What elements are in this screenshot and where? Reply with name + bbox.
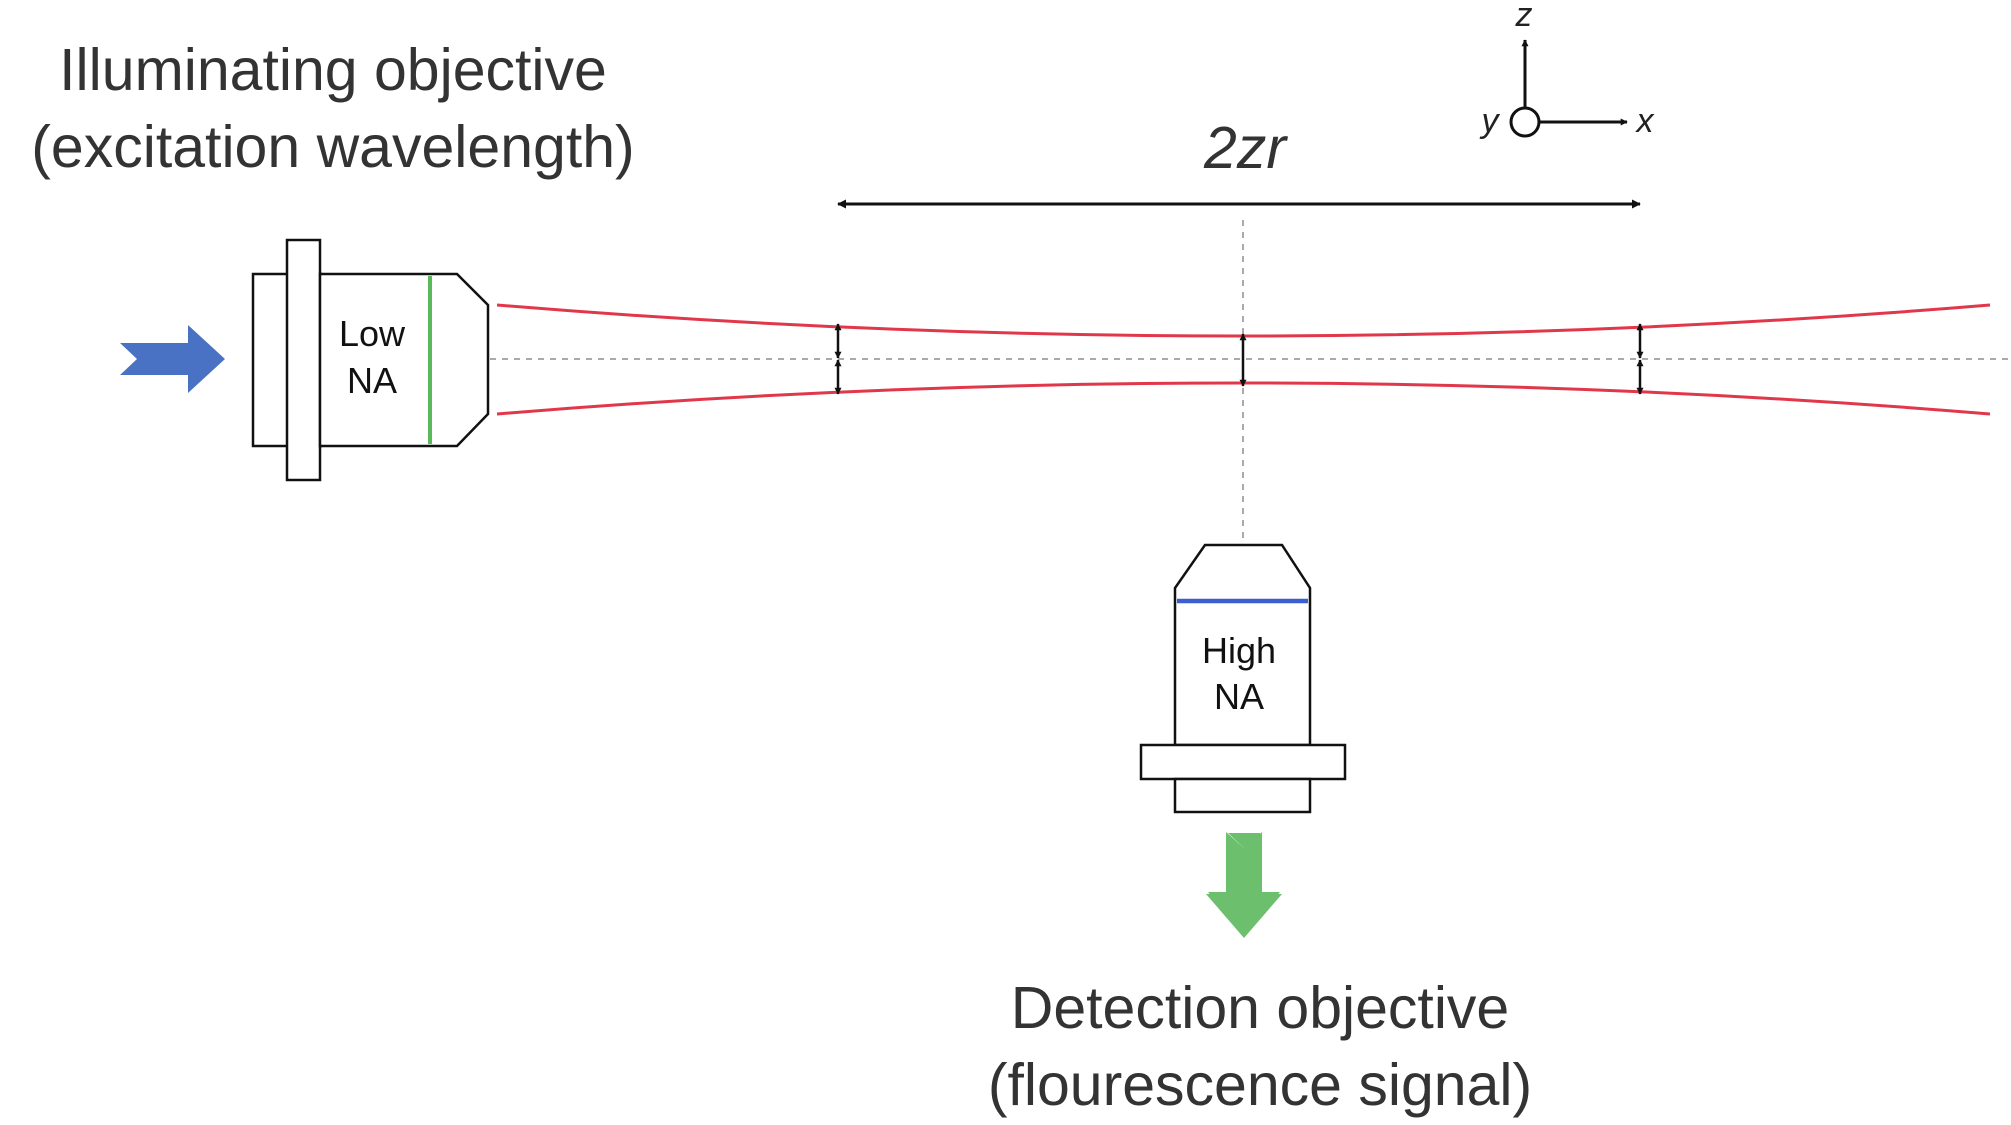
detection-title-line2: (flourescence signal) <box>988 1052 1532 1118</box>
illumination-title-line1: Illuminating objective <box>59 37 607 103</box>
x-axis-label: x <box>1635 102 1655 140</box>
illumination-title-line2: (excitation wavelength) <box>31 114 634 180</box>
detect-objective-label-line1: High <box>1202 630 1276 671</box>
coordinate-axes: z y x <box>1480 0 1655 140</box>
detect-objective-base <box>1173 777 1312 814</box>
beam-width-markers <box>834 323 1644 395</box>
detect-objective-label-line2: NA <box>1214 676 1264 717</box>
illum-objective-label-line1: Low <box>339 313 406 354</box>
illum-objective-label-line2: NA <box>347 360 397 401</box>
z-axis-label: z <box>1515 0 1533 34</box>
beam-lower-edge <box>496 381 1991 416</box>
y-axis-symbol <box>1509 106 1541 138</box>
detection-title-line1: Detection objective <box>1011 975 1510 1041</box>
illuminating-objective: Low NA <box>251 238 490 482</box>
y-axis-label: y <box>1480 102 1501 140</box>
fluorescence-arrow-body <box>1206 832 1282 938</box>
detection-objective: High NA <box>1139 543 1347 814</box>
detect-objective-flange <box>1139 743 1347 781</box>
illum-objective-flange <box>285 238 322 482</box>
rayleigh-range-label: 2zr <box>1203 115 1288 181</box>
excitation-arrow-icon <box>120 325 225 393</box>
illum-objective-barrel <box>318 272 490 448</box>
